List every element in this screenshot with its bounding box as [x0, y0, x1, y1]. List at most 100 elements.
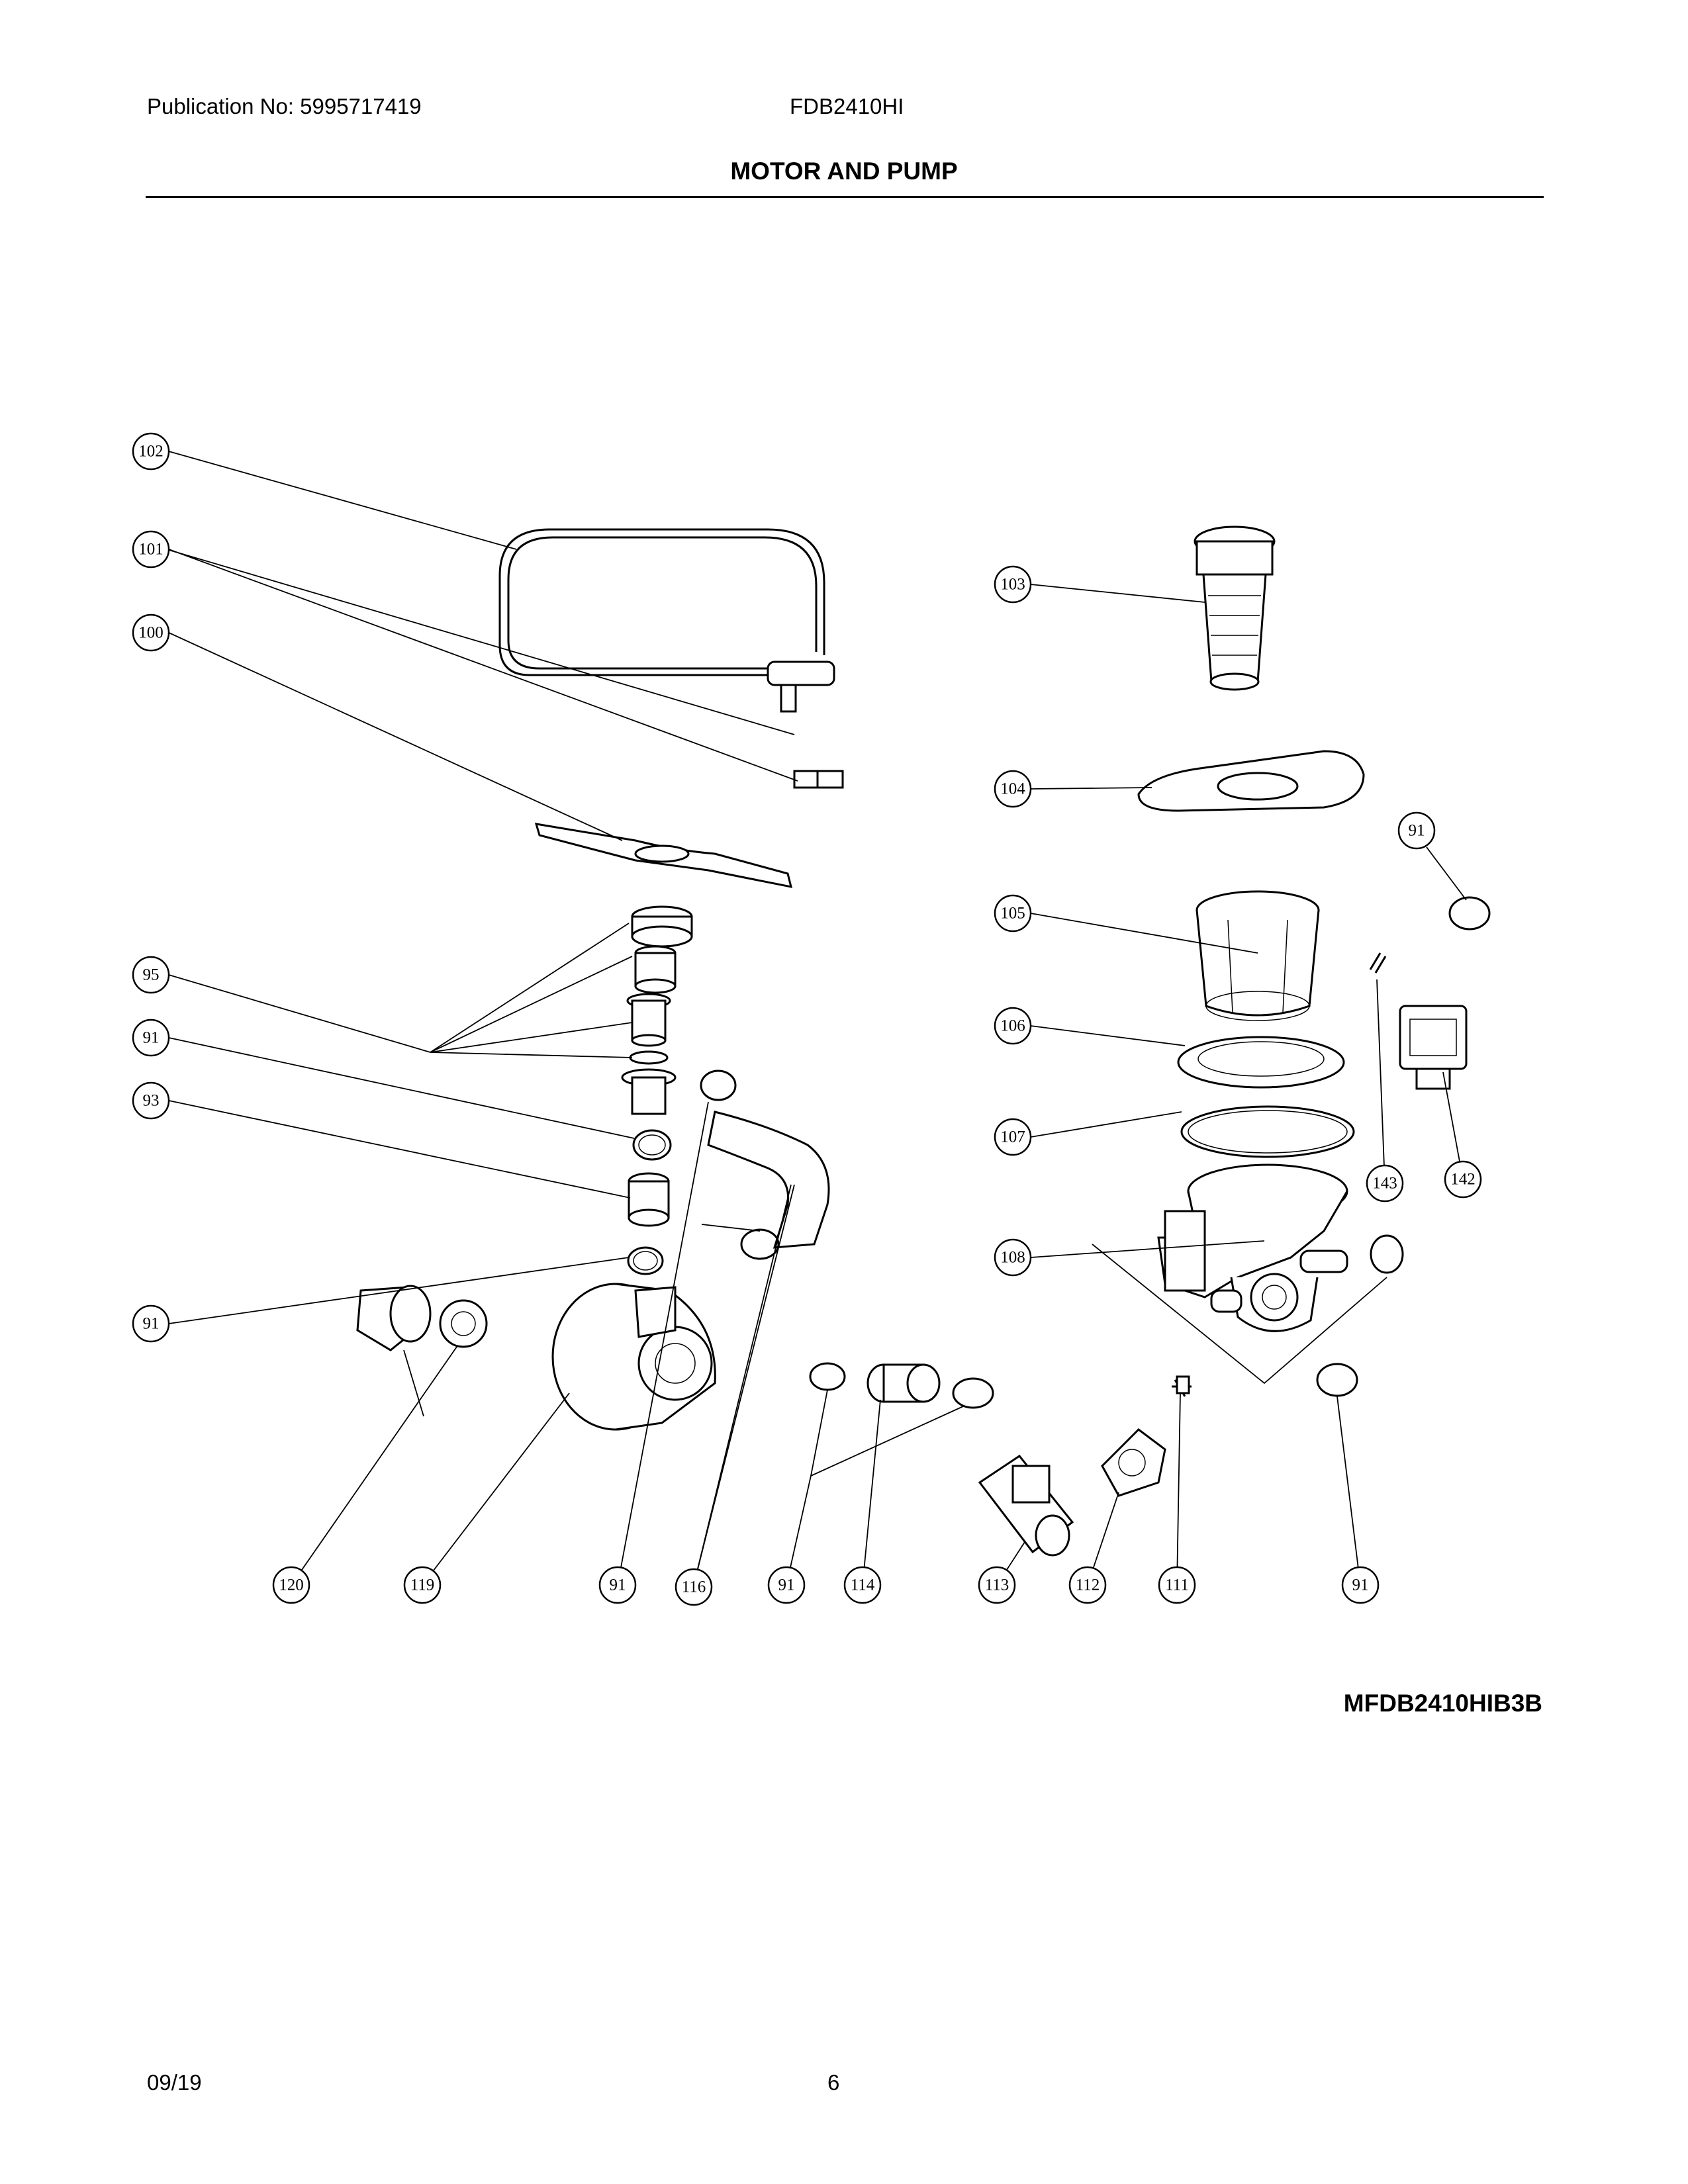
- callout-bubble: [843, 1566, 882, 1604]
- part-seal-stack: [621, 905, 693, 1115]
- callout-bubble: [1444, 1160, 1482, 1199]
- callout-bubble: [994, 1238, 1032, 1277]
- part-lower-spray-arm: [534, 823, 793, 888]
- callout-bubble: [675, 1568, 713, 1606]
- callout-label: 111: [1165, 1576, 1189, 1594]
- callout-bubble: [1366, 1164, 1404, 1203]
- callout-bubble: [132, 1081, 170, 1120]
- page-title: MOTOR AND PUMP: [730, 158, 958, 185]
- part-seal-ring: [1177, 1036, 1345, 1089]
- callout-93: 93: [132, 1081, 170, 1120]
- page-number: 6: [827, 2070, 840, 2095]
- part-clamp-upper: [632, 1129, 672, 1161]
- callout-label: 91: [1409, 822, 1425, 840]
- callout-label: 103: [1000, 576, 1025, 594]
- callout-142: 142: [1444, 1160, 1482, 1199]
- part-gasket: [1180, 1105, 1355, 1158]
- part-hose: [700, 1069, 830, 1260]
- callout-label: 142: [1450, 1171, 1476, 1189]
- model-number: FDB2410HI: [790, 94, 904, 118]
- part-clamp-right: [1316, 896, 1491, 1397]
- callout-label: 114: [851, 1576, 875, 1594]
- callout-label: 91: [610, 1576, 626, 1594]
- callout-91-bottom-a: 91: [598, 1566, 637, 1604]
- callout-bubble: [132, 530, 170, 569]
- callout-bubble: [978, 1566, 1016, 1604]
- callout-bubble: [132, 1019, 170, 1057]
- callout-116: 116: [675, 1568, 713, 1606]
- part-sensor: [1172, 1375, 1192, 1397]
- callout-label: 91: [1352, 1576, 1369, 1594]
- callout-bubble: [132, 1304, 170, 1343]
- callout-label: 120: [279, 1576, 304, 1594]
- part-coupling: [628, 1172, 670, 1227]
- part-bottom-clamps: [809, 1362, 994, 1409]
- callout-120: 120: [272, 1566, 310, 1604]
- callout-100: 100: [132, 614, 170, 652]
- callout-105: 105: [994, 894, 1032, 933]
- callout-bubble: [994, 894, 1032, 933]
- callout-bubble: [994, 565, 1032, 604]
- callout-label: 106: [1000, 1017, 1025, 1035]
- callout-108: 108: [994, 1238, 1032, 1277]
- callout-bubble: [1158, 1566, 1196, 1604]
- callout-107: 107: [994, 1118, 1032, 1156]
- callout-bubble: [272, 1566, 310, 1604]
- callout-label: 91: [778, 1576, 795, 1594]
- publication-number: Publication No: 5995717419: [147, 94, 422, 118]
- callout-111: 111: [1158, 1566, 1196, 1604]
- callout-119: 119: [403, 1566, 442, 1604]
- callout-label: 102: [138, 443, 164, 461]
- part-screws: [1369, 952, 1387, 974]
- part-spray-tube: [498, 528, 844, 789]
- callout-102: 102: [132, 432, 170, 471]
- callout-bubble: [132, 614, 170, 652]
- callout-label: 116: [682, 1578, 706, 1596]
- callout-bubble: [403, 1566, 442, 1604]
- callout-91-bottom-c: 91: [1341, 1566, 1380, 1604]
- callout-label: 93: [143, 1092, 160, 1110]
- callout-label: 112: [1076, 1576, 1100, 1594]
- callout-112: 112: [1068, 1566, 1107, 1604]
- diagram-code: MFDB2410HIB3B: [1343, 1690, 1542, 1717]
- callout-bubble: [994, 770, 1032, 808]
- part-filter: [1194, 525, 1276, 691]
- callout-label: 107: [1000, 1128, 1025, 1146]
- part-sump: [1157, 1163, 1404, 1332]
- part-clamp-middle: [627, 1246, 664, 1275]
- callout-113: 113: [978, 1566, 1016, 1604]
- callout-label: 113: [985, 1576, 1009, 1594]
- callout-91-bottom-b: 91: [767, 1566, 806, 1604]
- callout-label: 143: [1372, 1175, 1397, 1193]
- callout-bubble: [1068, 1566, 1107, 1604]
- callout-label: 91: [143, 1315, 160, 1333]
- part-pump-volute: [1101, 1428, 1166, 1497]
- callout-104: 104: [994, 770, 1032, 808]
- part-fine-filter: [1196, 890, 1320, 1021]
- callout-label: 105: [1000, 905, 1025, 923]
- part-drain-valve: [978, 1454, 1074, 1557]
- callout-bubble: [767, 1566, 806, 1604]
- callout-label: 100: [138, 624, 164, 642]
- callout-label: 119: [410, 1576, 435, 1594]
- callout-bubble: [598, 1566, 637, 1604]
- callout-91-left-lower: 91: [132, 1304, 170, 1343]
- callout-bubble: [1341, 1566, 1380, 1604]
- callout-114: 114: [843, 1566, 882, 1604]
- callout-bubble: [132, 956, 170, 994]
- part-inlet-fitting: [356, 1285, 488, 1351]
- callout-91-left-upper: 91: [132, 1019, 170, 1057]
- callout-bubble: [1397, 811, 1436, 850]
- callout-bubble: [132, 432, 170, 471]
- callout-label: 108: [1000, 1249, 1025, 1267]
- header-divider: [146, 196, 1544, 198]
- callout-91-right-top: 91: [1397, 811, 1436, 850]
- callout-143: 143: [1366, 1164, 1404, 1203]
- callout-label: 95: [143, 966, 160, 984]
- callout-bubble: [994, 1118, 1032, 1156]
- part-filter-plate: [1137, 750, 1365, 812]
- callout-label: 101: [138, 541, 164, 559]
- callout-label: 91: [143, 1029, 160, 1047]
- callout-bubbles: 102 101 100 103 104 91 105 95 106 91 93 107 143 142 10…: [132, 432, 1482, 1606]
